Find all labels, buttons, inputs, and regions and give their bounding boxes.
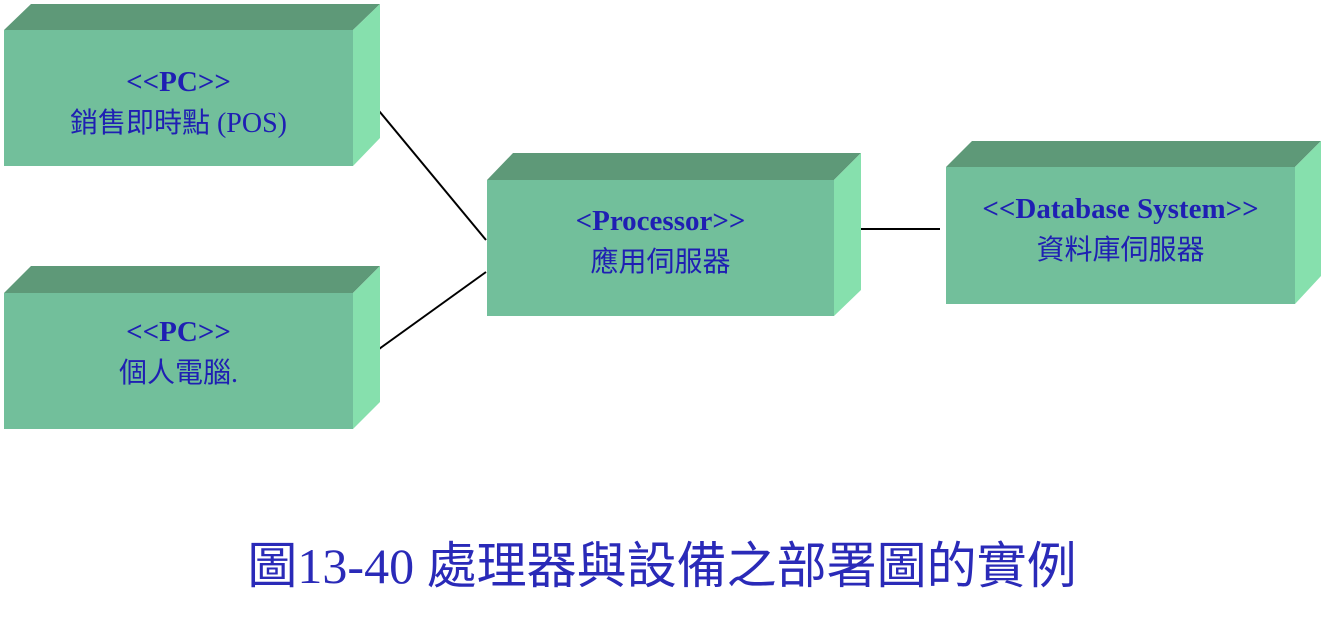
node-db-server-front-face bbox=[946, 167, 1295, 304]
node-pos-side-face bbox=[353, 4, 380, 166]
node-app-server-top-face bbox=[487, 153, 861, 180]
node-pc-side-face bbox=[353, 266, 380, 429]
node-pos bbox=[4, 4, 380, 166]
node-pc-label: <<PC>> 個人電腦. bbox=[4, 314, 353, 391]
node-pc bbox=[4, 266, 380, 429]
node-db-server-side-face bbox=[1295, 141, 1321, 304]
node-db-server bbox=[946, 141, 1321, 304]
node-db-server-stereotype: <<Database System>> bbox=[982, 193, 1259, 225]
node-app-server-side-face bbox=[834, 153, 861, 316]
node-pos-stereotype: <<PC>> bbox=[126, 66, 231, 98]
node-db-server-label: <<Database System>> 資料庫伺服器 bbox=[932, 191, 1309, 268]
node-pc-front-face bbox=[4, 293, 353, 429]
node-pc-top-face bbox=[4, 266, 380, 293]
node-db-server-name: 資料庫伺服器 bbox=[1036, 235, 1205, 267]
node-pc-name: 個人電腦. bbox=[118, 358, 238, 390]
node-pos-front-face bbox=[4, 30, 353, 166]
node-pos-label: <<PC>> 銷售即時點 (POS) bbox=[4, 64, 353, 141]
node-app-server-label: <Processor>> 應用伺服器 bbox=[487, 203, 834, 280]
node-pos-name: 銷售即時點 (POS) bbox=[69, 108, 287, 140]
node-pc-stereotype: <<PC>> bbox=[126, 316, 231, 348]
node-pos-top-face bbox=[4, 4, 380, 30]
figure-caption: 圖13-40 處理器與設備之部署圖的實例 bbox=[247, 538, 1077, 594]
node-app-server-name: 應用伺服器 bbox=[590, 247, 731, 279]
connector-pos-to-app-server bbox=[364, 93, 487, 241]
node-app-server-front-face bbox=[487, 180, 834, 316]
node-app-server bbox=[487, 153, 861, 316]
node-db-server-top-face bbox=[946, 141, 1321, 167]
node-app-server-stereotype: <Processor>> bbox=[575, 205, 746, 237]
